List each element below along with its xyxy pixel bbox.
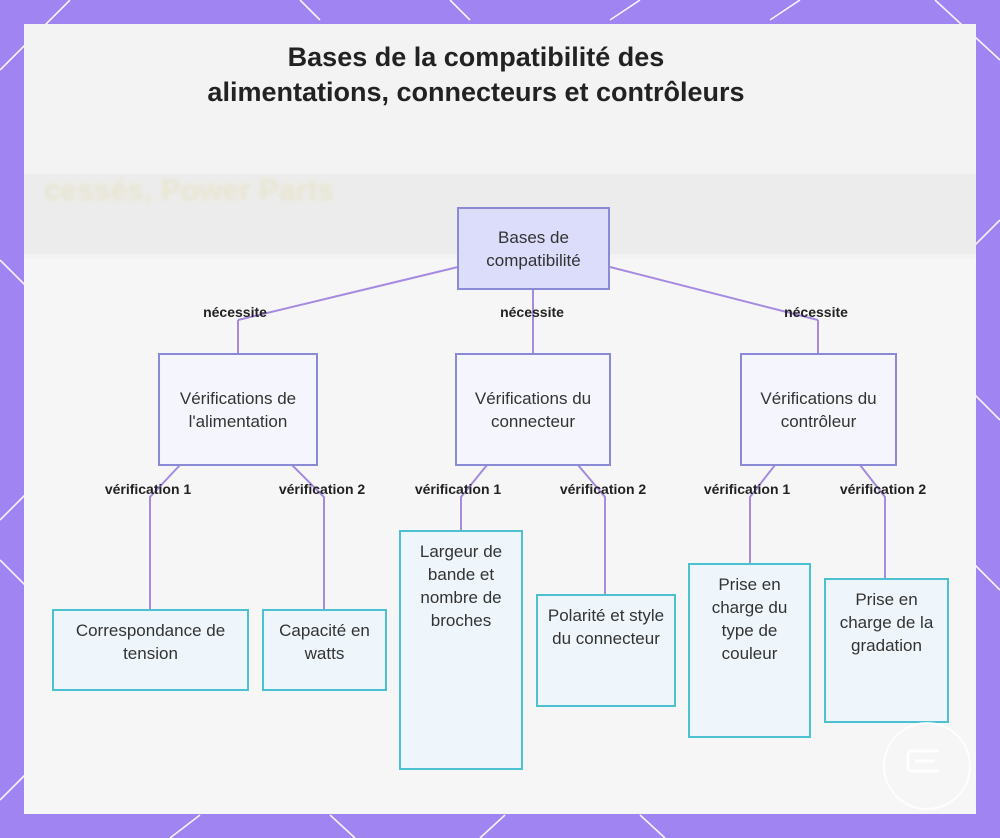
node-wattage: Capacité en watts	[262, 609, 387, 691]
node-color-type-label: Prise en charge du type de couleur	[698, 573, 801, 665]
edge-label-power-check1: vérification 1	[105, 481, 191, 497]
node-connector-checks: Vérifications du connecteur	[455, 353, 611, 466]
node-root: Bases de compatibilité	[457, 207, 610, 290]
node-bandwidth: Largeur de bande et nombre de broches	[399, 530, 523, 770]
edge-label-requires-controller: nécessite	[784, 304, 848, 320]
edge-root-power	[238, 267, 458, 320]
node-bandwidth-label: Largeur de bande et nombre de broches	[409, 540, 513, 632]
edge-label-controller-check2: vérification 2	[840, 481, 926, 497]
node-root-label: Bases de compatibilité	[467, 226, 600, 272]
node-power-checks-label: Vérifications de l'alimentation	[168, 387, 308, 433]
node-dimming: Prise en charge de la gradation	[824, 578, 949, 723]
edge-label-requires-connector: nécessite	[500, 304, 564, 320]
node-connector-checks-label: Vérifications du connecteur	[465, 387, 601, 433]
node-power-checks: Vérifications de l'alimentation	[158, 353, 318, 466]
edge-label-power-check2: vérification 2	[279, 481, 365, 497]
node-voltage: Correspondance de tension	[52, 609, 249, 691]
node-color-type: Prise en charge du type de couleur	[688, 563, 811, 738]
node-voltage-label: Correspondance de tension	[62, 619, 239, 665]
node-wattage-label: Capacité en watts	[272, 619, 377, 665]
node-dimming-label: Prise en charge de la gradation	[834, 588, 939, 657]
node-controller-checks: Vérifications du contrôleur	[740, 353, 897, 466]
edge-connector-bandwidth	[461, 465, 487, 530]
edge-controller-color	[750, 465, 775, 563]
edge-label-requires-power: nécessite	[203, 304, 267, 320]
node-polarity-label: Polarité et style du connecteur	[546, 604, 666, 650]
node-controller-checks-label: Vérifications du contrôleur	[750, 387, 887, 433]
edge-label-controller-check1: vérification 1	[704, 481, 790, 497]
edge-label-connector-check1: vérification 1	[415, 481, 501, 497]
node-polarity: Polarité et style du connecteur	[536, 594, 676, 707]
edge-label-connector-check2: vérification 2	[560, 481, 646, 497]
brand-logo-mark-icon	[905, 747, 941, 775]
